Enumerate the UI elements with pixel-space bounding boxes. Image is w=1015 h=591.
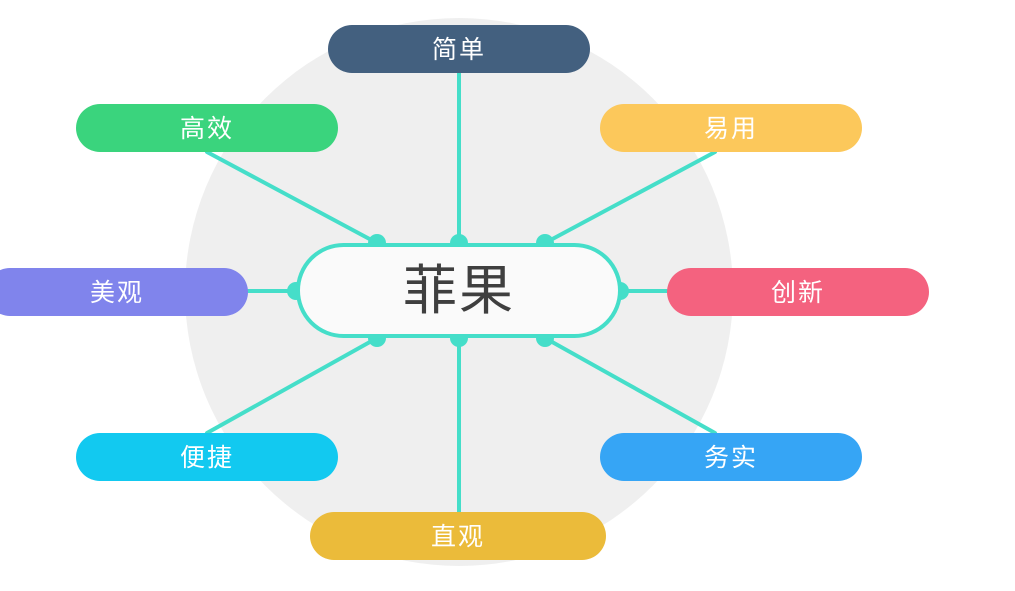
node-zhiguan[interactable]: 直观 [310, 512, 606, 560]
center-node[interactable]: 菲果 [296, 243, 622, 338]
center-node-label: 菲果 [403, 258, 515, 322]
node-meiguan-label: 美观 [89, 277, 144, 307]
node-chuangxin[interactable]: 创新 [667, 268, 929, 316]
node-gaoxiao-label: 高效 [179, 113, 234, 143]
edge-yiyong [543, 150, 717, 245]
node-bianjie-label: 便捷 [179, 442, 234, 472]
node-wushi-label: 务实 [703, 442, 758, 472]
node-jiandan-label: 简单 [431, 34, 486, 64]
node-chuangxin-label: 创新 [770, 277, 825, 307]
node-meiguan[interactable]: 美观 [0, 268, 248, 316]
node-zhiguan-label: 直观 [430, 521, 485, 551]
edge-wushi [543, 336, 717, 435]
node-jiandan[interactable]: 简单 [328, 25, 590, 73]
edge-gaoxiao [205, 150, 379, 245]
node-wushi[interactable]: 务实 [600, 433, 862, 481]
node-yiyong[interactable]: 易用 [600, 104, 862, 152]
node-yiyong-label: 易用 [703, 113, 758, 143]
node-gaoxiao[interactable]: 高效 [76, 104, 338, 152]
edge-bianjie [205, 336, 379, 435]
node-bianjie[interactable]: 便捷 [76, 433, 338, 481]
